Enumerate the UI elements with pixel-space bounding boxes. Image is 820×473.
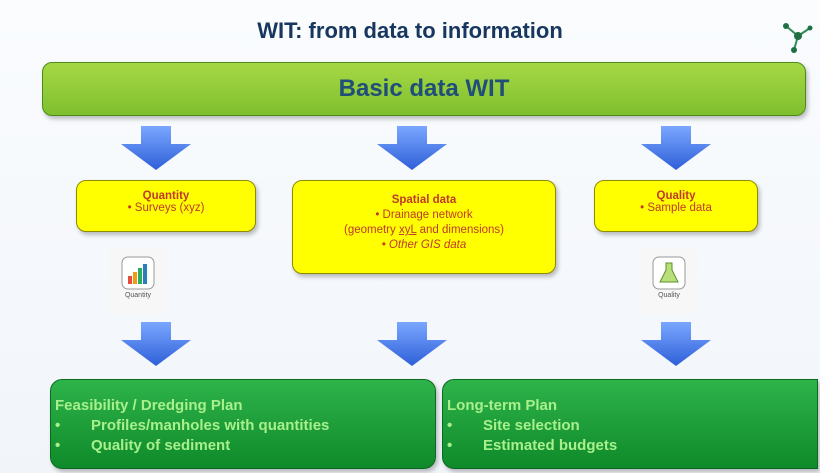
down-arrow-icon xyxy=(121,322,191,366)
basic-data-banner: Basic data WIT xyxy=(42,62,806,116)
long-term-item-label: Site selection xyxy=(483,417,580,434)
bullet: • xyxy=(447,437,453,454)
spatial-heading: Spatial data xyxy=(391,194,457,206)
down-arrow-icon xyxy=(641,322,711,366)
bullet: • xyxy=(447,417,453,434)
long-term-plan-item: • Site selection xyxy=(447,416,817,436)
quality-app[interactable]: Quality xyxy=(640,248,698,314)
spatial-item-drainage: • Drainage network xyxy=(375,209,473,221)
spatial-geometry-prefix: (geometry xyxy=(343,224,399,236)
long-term-item-label: Estimated budgets xyxy=(483,437,618,454)
spatial-item-gis: • Other GIS data xyxy=(381,239,467,251)
quantity-app-label: Quantity xyxy=(124,292,152,299)
long-term-plan-title: Long-term Plan xyxy=(447,397,558,414)
logo-icon xyxy=(783,23,813,53)
down-arrow-icon xyxy=(641,126,711,170)
spatial-item-geometry: (geometry xyL and dimensions) xyxy=(293,223,555,238)
spatial-data-box: Spatial data • Drainage network (geometr… xyxy=(292,180,556,274)
feasibility-plan-item: • Quality of sediment xyxy=(55,436,435,456)
quantity-item: • Surveys (xyz) xyxy=(127,202,205,214)
quantity-app[interactable]: Quantity xyxy=(109,248,167,314)
quantity-box: Quantity • Surveys (xyz) xyxy=(76,180,256,232)
feasibility-item-label: Quality of sediment xyxy=(91,437,231,454)
bullet: • xyxy=(55,437,61,454)
down-arrow-icon xyxy=(377,322,447,366)
spatial-geometry-xyl: xyL xyxy=(398,224,417,236)
feasibility-plan-item: • Profiles/manholes with quantities xyxy=(55,416,435,436)
down-arrow-icon xyxy=(121,126,191,170)
spatial-geometry-suffix: and dimensions) xyxy=(416,224,505,236)
down-arrow-icon xyxy=(377,126,447,170)
bullet: • xyxy=(55,417,61,434)
feasibility-plan-box: Feasibility / Dredging Plan • Profiles/ma… xyxy=(50,379,436,469)
quality-item: • Sample data xyxy=(640,202,712,214)
feasibility-item-label: Profiles/manholes with quantities xyxy=(91,417,330,434)
feasibility-plan-title: Feasibility / Dredging Plan xyxy=(55,397,243,414)
quantity-heading: Quantity xyxy=(142,190,190,202)
quality-box: Quality • Sample data xyxy=(594,180,758,232)
quality-heading: Quality xyxy=(656,190,696,202)
flask-icon xyxy=(652,256,686,290)
slide-title: WIT: from data to information xyxy=(257,18,563,43)
long-term-plan-item: • Estimated budgets xyxy=(447,436,817,456)
long-term-plan-box: Long-term Plan • Site selection • Estimate… xyxy=(442,379,818,469)
bar-chart-icon xyxy=(121,256,155,290)
quality-app-label: Quality xyxy=(658,292,680,299)
